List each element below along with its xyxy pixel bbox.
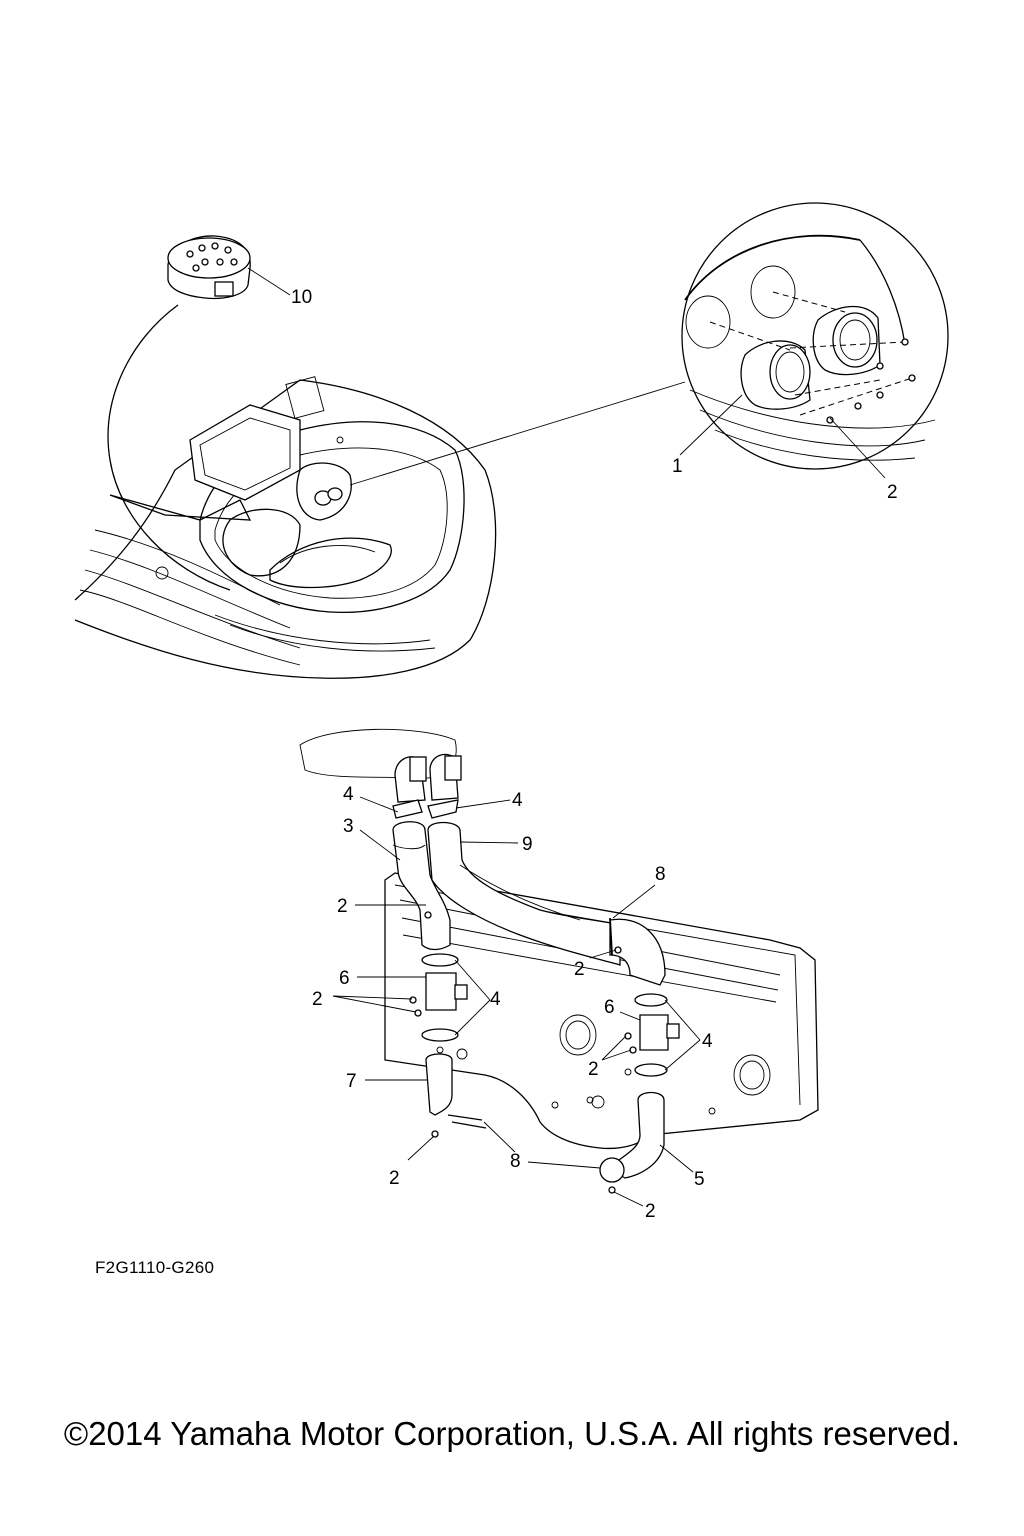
callout-8a-label: 8: [655, 864, 666, 885]
callout-10: 10: [247, 267, 312, 308]
callout-7: 7: [346, 1071, 428, 1092]
callout-4b: 4: [455, 790, 523, 811]
callout-4d-label: 4: [702, 1031, 713, 1052]
callout-2e-label: 2: [389, 1168, 400, 1189]
callout-8b: 8: [483, 1121, 601, 1172]
callout-4a: 4: [343, 784, 399, 813]
callout-2d-label: 2: [588, 1059, 599, 1080]
callout-5: 5: [659, 1144, 705, 1190]
drawing-code: F2G1110-G260: [95, 1258, 215, 1277]
callout-2a: 2: [337, 896, 426, 917]
copyright-notice: ©2014 Yamaha Motor Corporation, U.S.A. A…: [63, 1415, 961, 1452]
callout-2c: 2: [574, 949, 617, 980]
callout-2-top: 2: [829, 417, 898, 503]
vent-cap-part: [107, 235, 251, 591]
callout-6b-label: 6: [604, 997, 615, 1018]
callout-2f-label: 2: [645, 1201, 656, 1222]
hull-deck-drawing: [74, 376, 497, 679]
callout-4b-label: 4: [512, 790, 523, 811]
callout-8b-label: 8: [510, 1151, 521, 1172]
duct-assembly-drawing: [299, 728, 819, 1194]
callout-2e: 2: [389, 1135, 435, 1189]
callout-4c-label: 4: [490, 989, 501, 1010]
callout-9: 9: [459, 834, 533, 855]
callout-6b: 6: [604, 997, 641, 1021]
callout-2c-label: 2: [574, 959, 585, 980]
callout-10-label: 10: [291, 287, 312, 308]
callout-2b: 2: [312, 989, 417, 1013]
callout-2d: 2: [588, 1035, 632, 1080]
callout-9-label: 9: [522, 834, 533, 855]
callout-2a-label: 2: [337, 896, 348, 917]
callout-2b-label: 2: [312, 989, 323, 1010]
callout-1-label: 1: [672, 456, 683, 477]
callout-5-label: 5: [694, 1169, 705, 1190]
callout-2-top-label: 2: [887, 482, 898, 503]
callout-4d: 4: [664, 999, 713, 1071]
callout-1: 1: [672, 394, 743, 477]
detail-magnifier-circle: [349, 202, 949, 486]
callout-6a-label: 6: [339, 968, 350, 989]
callout-4c: 4: [454, 959, 501, 1036]
callout-3: 3: [343, 816, 401, 861]
callout-4a-label: 4: [343, 784, 354, 805]
callout-7-label: 7: [346, 1071, 357, 1092]
callout-8a: 8: [612, 864, 666, 919]
callout-3-label: 3: [343, 816, 354, 837]
callout-2f: 2: [613, 1191, 656, 1222]
callout-6a: 6: [339, 968, 426, 989]
